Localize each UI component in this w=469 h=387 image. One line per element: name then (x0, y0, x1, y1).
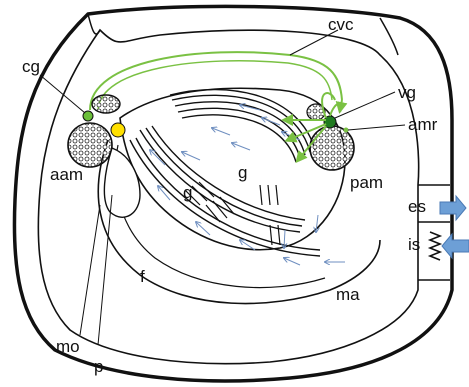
cerebrovisceral-connective-inner (98, 61, 332, 110)
label-p: p (94, 357, 103, 376)
cg-leader (40, 75, 85, 113)
amr-leader (348, 125, 405, 130)
mantle-outline (38, 30, 418, 364)
inhalant-flow-arrow (442, 234, 469, 258)
label-aam: aam (50, 165, 83, 184)
label-g1: g (183, 183, 192, 202)
inhalant-siphon-tentacles (430, 232, 440, 260)
gill-lamellae (130, 90, 320, 256)
label-cg: cg (22, 57, 40, 76)
label-cvc: cvc (328, 15, 354, 34)
label-is: is (408, 235, 420, 254)
amr-nerve-dot (344, 128, 349, 133)
mouth-palp-outline (104, 148, 140, 217)
label-f: f (140, 267, 145, 286)
p-leader (98, 195, 112, 345)
label-amr: amr (408, 115, 438, 134)
label-es: es (408, 197, 426, 216)
mo-leader (80, 205, 100, 335)
label-mo: mo (56, 337, 80, 356)
label-pam: pam (350, 173, 383, 192)
label-g2: g (238, 163, 247, 182)
labial-palp-yellow (111, 123, 125, 137)
label-ma: ma (336, 285, 360, 304)
vg-leader (335, 92, 395, 118)
label-vg: vg (398, 83, 416, 102)
